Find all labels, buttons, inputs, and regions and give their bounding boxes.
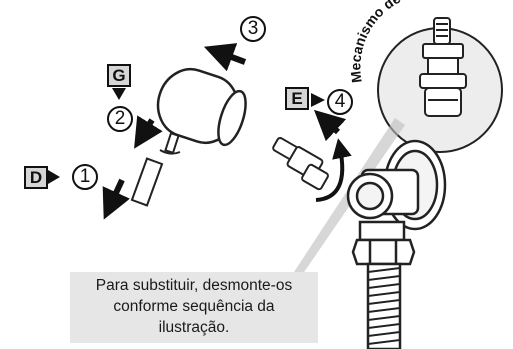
- tag-g: G: [107, 64, 131, 87]
- note-line-3: ilustração.: [158, 319, 230, 336]
- arrow-step-3: [203, 43, 247, 72]
- screw-icon: [159, 131, 181, 155]
- step-number-4: 4: [327, 89, 353, 115]
- sealing-mechanism-callout: Mecanismo de vedação: [346, 0, 503, 153]
- removed-cartridge: [272, 137, 329, 191]
- step-number-3: 3: [240, 16, 266, 42]
- step-number-2: 2: [107, 106, 133, 132]
- arrow-step-2: [134, 115, 163, 149]
- instruction-note: Para substituir, desmonte-os conforme se…: [70, 272, 318, 343]
- cartridge-icon: [419, 17, 467, 117]
- arrow-d-to-1-icon: [48, 170, 60, 184]
- note-line-1: Para substituir, desmonte-os: [95, 277, 293, 294]
- note-line-2: conforme sequência da: [113, 298, 275, 315]
- rotation-arrow: [315, 138, 352, 202]
- handle-knob: [156, 68, 247, 147]
- cover-cap: [130, 157, 164, 207]
- flexible-hose: [366, 262, 402, 349]
- arrow-e-to-4-icon: [311, 93, 325, 107]
- valve-body: [346, 139, 447, 266]
- arrow-step-1: [102, 178, 130, 220]
- step-number-1: 1: [72, 164, 98, 190]
- tag-e: E: [285, 87, 309, 110]
- arrow-step-4: [313, 109, 347, 142]
- tag-d: D: [24, 166, 48, 189]
- arrow-g-to-2-icon: [112, 88, 126, 100]
